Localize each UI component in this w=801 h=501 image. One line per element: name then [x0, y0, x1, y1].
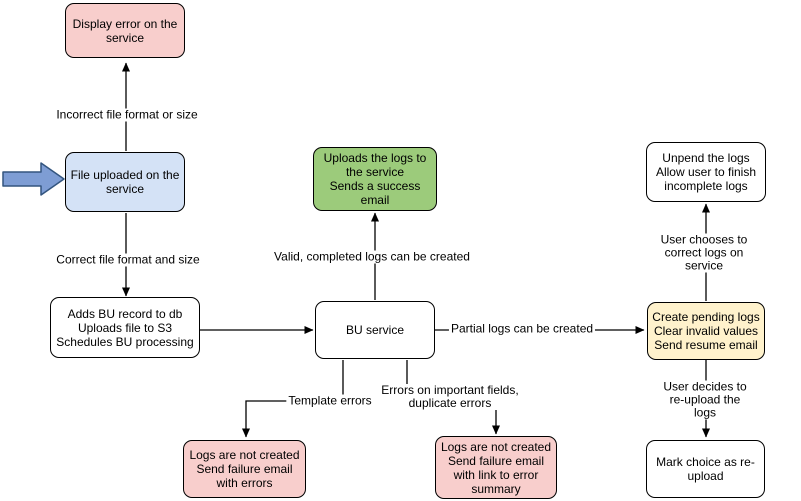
label-partial-logs: Partial logs can be created: [448, 321, 596, 336]
node-adds-bu-record: Adds BU record to db Uploads file to S3 …: [50, 297, 200, 358]
node-failure-summary: Logs are not created Send failure email …: [435, 436, 557, 499]
label-correct-format: Correct file format and size: [54, 252, 202, 267]
node-unpend-logs: Unpend the logs Allow user to finish inc…: [646, 142, 766, 202]
node-uploads-logs: Uploads the logs to the service Sends a …: [313, 147, 437, 211]
fat-right-arrow-icon: [2, 162, 65, 196]
node-mark-reupload: Mark choice as re- upload: [646, 440, 765, 498]
label-user-corrects: User chooses to correct logs on service: [655, 233, 753, 273]
node-bu-service: BU service: [315, 301, 435, 359]
label-valid-logs: Valid, completed logs can be created: [272, 249, 472, 264]
node-display-error: Display error on the service: [65, 3, 185, 58]
label-important-fields: Errors on important fields, duplicate er…: [379, 383, 521, 410]
label-template-errors: Template errors: [286, 393, 374, 408]
node-create-pending: Create pending logs Clear invalid values…: [647, 302, 765, 360]
node-failure-errors: Logs are not created Send failure email …: [183, 440, 306, 498]
node-file-uploaded: File uploaded on the service: [65, 152, 185, 212]
label-incorrect-format: Incorrect file format or size: [54, 107, 200, 122]
label-user-reuploads: User decides to re-upload the logs: [657, 380, 753, 420]
